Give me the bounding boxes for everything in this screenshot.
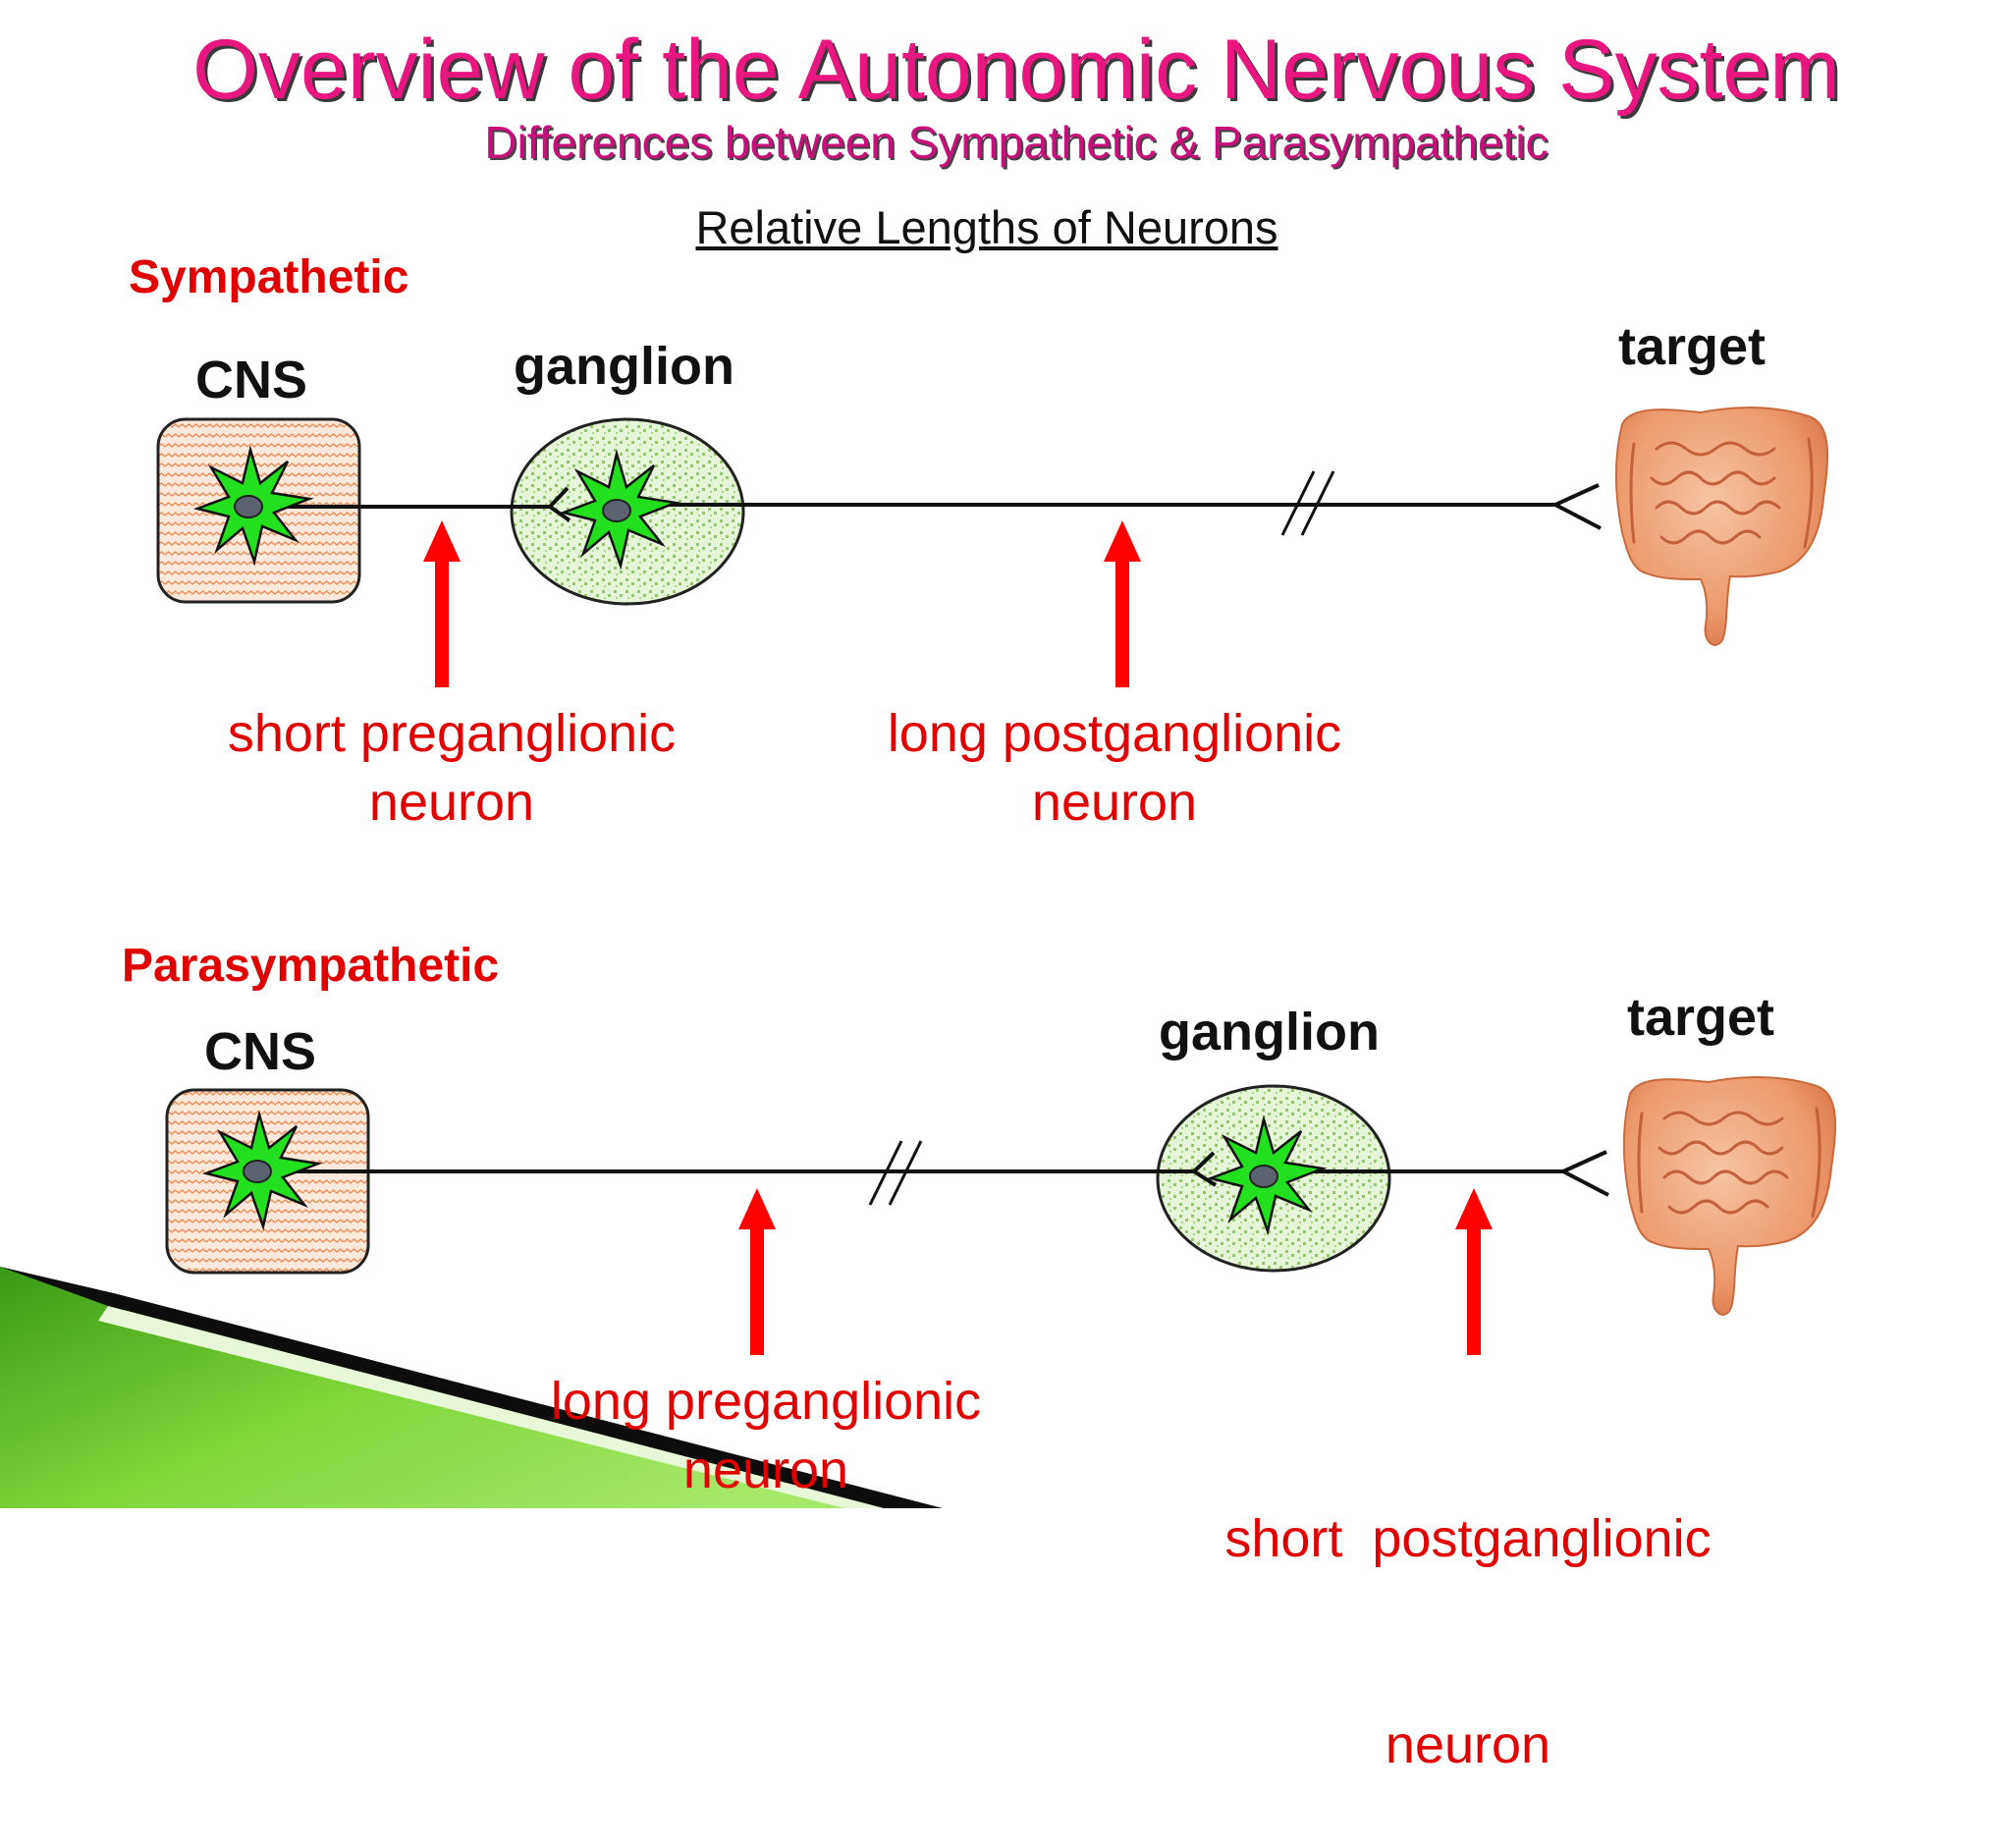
ganglion-neuron-cell	[1206, 1114, 1328, 1236]
sympathetic-pre-neuron-label: short preganglionic neuron	[196, 699, 707, 837]
sympathetic-cns-label: CNS	[195, 351, 308, 409]
sympathetic-ganglion-label: ganglion	[514, 337, 734, 396]
post-arrow	[1455, 1188, 1493, 1355]
pre-label-line1: short preganglionic	[227, 704, 677, 763]
synapse-terminal	[1190, 1151, 1218, 1187]
pre-arrow	[738, 1188, 776, 1355]
sympathetic-post-neuron-label: long postganglionic neuron	[854, 699, 1375, 837]
sympathetic-diagram	[156, 407, 1829, 687]
pre-label-line1: long preganglionic	[550, 1372, 982, 1431]
parasympathetic-diagram	[165, 1076, 1837, 1355]
target-synapse	[1550, 483, 1602, 530]
post-label-line1: long postganglionic	[887, 704, 1342, 763]
sympathetic-target-label: target	[1618, 317, 1766, 376]
parasympathetic-post-neuron-label: short postganglionic neuron	[1188, 1367, 1748, 1848]
parasympathetic-label: Parasympathetic	[122, 940, 500, 992]
pre-label-line2: neuron	[682, 1440, 849, 1499]
axon-break-mark	[868, 1140, 923, 1206]
cns-neuron-cell	[201, 1110, 323, 1231]
parasympathetic-target-label: target	[1627, 988, 1775, 1047]
post-label-line1: short postganglionic	[1224, 1509, 1712, 1568]
decorative-swoosh	[0, 1267, 943, 1508]
sympathetic-label: Sympathetic	[129, 251, 409, 303]
axon-break-mark	[1280, 470, 1335, 536]
page-title: Overview of the Autonomic Nervous System	[192, 23, 1840, 117]
section-heading: Relative Lengths of Neurons	[695, 201, 1278, 253]
page-subtitle: Differences between Sympathetic & Parasy…	[484, 117, 1549, 168]
post-label-line2: neuron	[1031, 773, 1198, 832]
parasympathetic-ganglion-label: ganglion	[1159, 1003, 1380, 1061]
parasympathetic-pre-neuron-label: long preganglionic neuron	[511, 1367, 1021, 1504]
post-arrow	[1104, 520, 1141, 687]
neuron-diagram	[0, 407, 1837, 1508]
synapse-terminal	[546, 486, 571, 522]
intestine-target	[1622, 1076, 1837, 1316]
post-label-line2: neuron	[1385, 1715, 1551, 1774]
intestine-target	[1614, 407, 1829, 646]
pre-label-line2: neuron	[368, 773, 535, 832]
parasympathetic-cns-label: CNS	[204, 1022, 317, 1081]
ganglion-neuron-cell	[559, 449, 680, 571]
cns-neuron-cell	[192, 445, 314, 567]
pre-arrow	[423, 520, 461, 687]
target-synapse	[1558, 1150, 1609, 1197]
